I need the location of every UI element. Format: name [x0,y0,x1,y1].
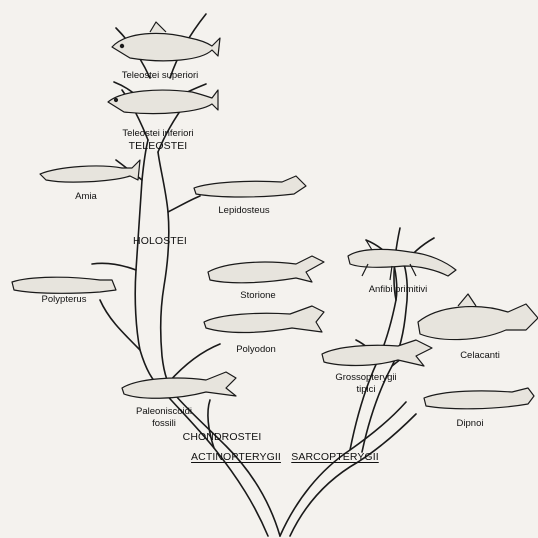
label-teleostei-superiori: Teleostei superiori [122,70,199,81]
label-paleoniscoidi-line2: fossili [152,418,176,429]
teleostei-superiori-fish-icon [112,22,220,61]
label-amia: Amia [75,191,97,202]
label-anfibi-primitivi: Anfibi primitivi [369,284,428,295]
grossopterygii-fish-icon [322,340,432,366]
label-paleoniscoidi-line1: Paleoniscoidi [136,406,192,417]
fork-lepidosteus [168,196,200,212]
label-polypterus: Polypterus [42,294,87,305]
label-holostei: HOLOSTEI [133,236,187,247]
paleoniscoidi-fish-icon [122,372,236,398]
label-teleostei-inferiori: Teleostei inferiori [122,128,193,139]
celacanti-fish-icon [418,294,538,340]
label-lepidosteus: Lepidosteus [218,205,269,216]
label-dipnoi: Dipnoi [457,418,484,429]
label-celacanti: Celacanti [460,350,500,361]
sarcopterygii-branch-inner [290,414,416,536]
dipnoi-fish-icon [424,388,534,409]
fork-polypterus [92,263,136,270]
polyodon-fish-icon [204,306,324,333]
storione-fish-icon [208,256,324,283]
label-grossopterygii-line1: Grossopterygii [335,372,396,383]
label-polyodon: Polyodon [236,344,276,355]
anfibi-primitivi-icon [348,240,456,280]
actinopterygii-trunk [135,140,268,536]
label-sarcopterygii: SARCOPTERYGII [291,452,378,463]
polypterus-fish-icon [12,277,116,293]
label-chondrostei: CHONDROSTEI [183,432,262,443]
lepidosteus-fish-icon [194,176,306,197]
fork-storione [100,300,140,350]
label-storione: Storione [240,290,275,301]
label-actinopterygii: ACTINOPTERYGII [191,452,281,463]
label-grossopterygii-line2: tipici [356,384,375,395]
sarcopterygii-branch [280,402,406,536]
amia-fish-icon [40,160,140,182]
label-teleostei: TELEOSTEI [129,141,188,152]
